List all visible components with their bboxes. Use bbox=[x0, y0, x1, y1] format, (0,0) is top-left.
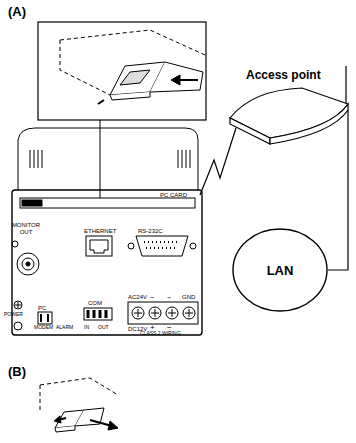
panel-label: (A) bbox=[8, 5, 26, 18]
wireless-link bbox=[200, 128, 236, 195]
panel-label: POWER bbox=[4, 312, 23, 317]
switch-levers bbox=[41, 314, 48, 322]
node-label: LAN bbox=[232, 263, 328, 278]
network-cable bbox=[328, 110, 348, 270]
card-body bbox=[150, 62, 203, 92]
card-dashed bbox=[60, 30, 205, 95]
insert-arrow bbox=[178, 79, 198, 81]
node-label: Access point bbox=[246, 68, 354, 82]
eject-mark bbox=[98, 100, 104, 104]
vents bbox=[30, 150, 190, 168]
rs232c-port bbox=[136, 236, 188, 256]
arrow-head bbox=[171, 75, 180, 85]
monitor-jack bbox=[12, 241, 18, 247]
arrow-head bbox=[108, 421, 118, 430]
panel-label: OUT bbox=[98, 325, 109, 330]
leader-line bbox=[100, 120, 101, 198]
panel-label: CLASS 2 WIRING bbox=[140, 331, 181, 336]
panel-label: ETHERNET bbox=[84, 228, 116, 234]
panel-label: ~ bbox=[167, 294, 171, 301]
panel-label: ~ bbox=[150, 294, 154, 301]
screw bbox=[190, 243, 196, 249]
panel-label: COM bbox=[88, 300, 102, 306]
bnc-inner bbox=[22, 258, 34, 270]
ground-plus bbox=[15, 302, 21, 308]
modem-switch bbox=[38, 312, 52, 324]
alarm-terminal bbox=[84, 308, 112, 320]
bnc-pin bbox=[26, 262, 30, 266]
ethernet-socket bbox=[90, 240, 108, 253]
pc-card-slot bbox=[20, 198, 195, 208]
bnc-connector bbox=[17, 253, 39, 275]
access-point: Access point bbox=[222, 66, 354, 146]
inset-frame bbox=[38, 22, 206, 120]
card-edge bbox=[55, 426, 75, 432]
panel-label: IN bbox=[84, 325, 89, 330]
eject-button bbox=[22, 200, 42, 206]
arrow-head bbox=[54, 416, 61, 423]
card-edge bbox=[110, 92, 150, 100]
panel-label: PC CARD bbox=[160, 192, 187, 198]
panel-label: (B) bbox=[8, 365, 26, 378]
lan-cloud: LAN bbox=[232, 228, 328, 312]
panel-label: RS-232C bbox=[138, 228, 163, 234]
rear-panel bbox=[12, 190, 202, 335]
card-dashed bbox=[40, 378, 118, 410]
panel-label: GND bbox=[182, 294, 195, 300]
panel-label: AC24V bbox=[128, 294, 147, 300]
ground-screw bbox=[14, 301, 22, 309]
panel-label: PC bbox=[38, 305, 46, 311]
panel-label: MODEM bbox=[34, 325, 53, 330]
alarm-pins bbox=[88, 310, 106, 318]
power-led bbox=[14, 322, 22, 330]
card-face bbox=[120, 70, 150, 85]
camera-housing bbox=[18, 128, 198, 190]
terminal-screws bbox=[132, 307, 195, 319]
power-terminal-block bbox=[128, 302, 198, 324]
ethernet-port bbox=[86, 236, 112, 256]
rs232c-pins bbox=[144, 242, 180, 248]
screw bbox=[128, 243, 134, 249]
panel-label: ALARM bbox=[56, 325, 73, 330]
panel-label: MONITOR OUT bbox=[8, 222, 44, 235]
